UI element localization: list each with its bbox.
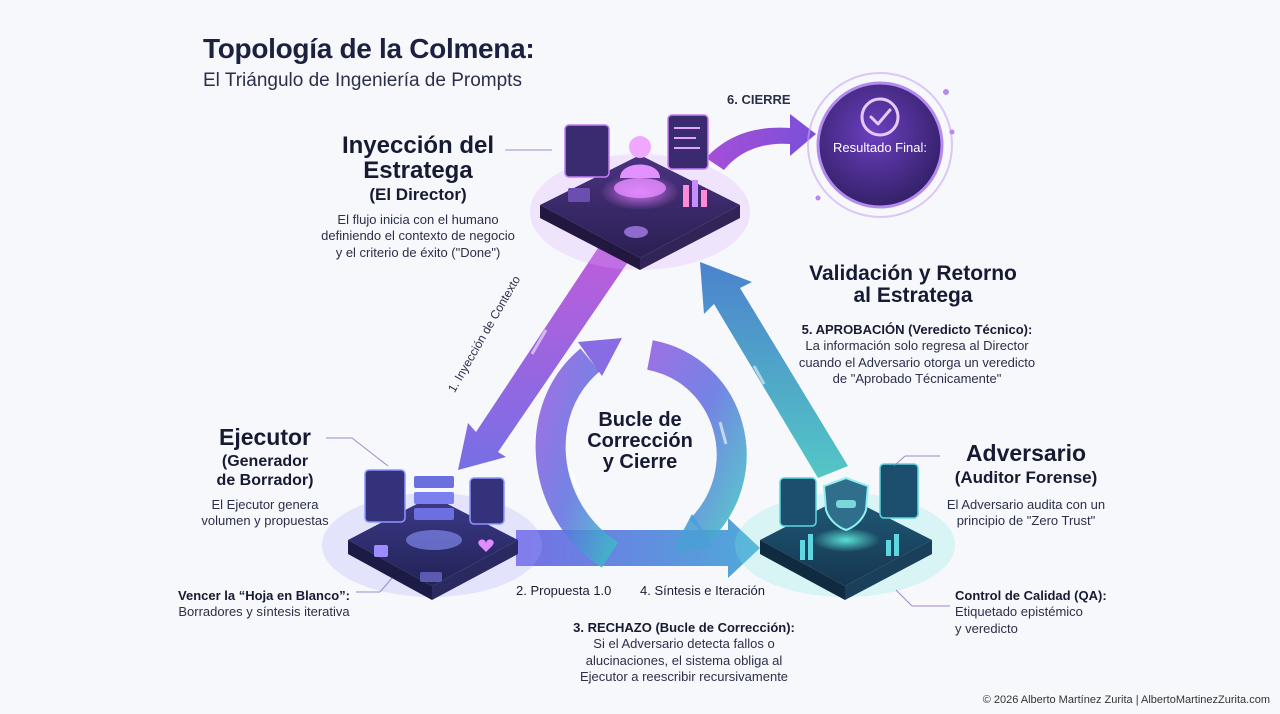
adversary-desc-line2: principio de "Zero Trust": [956, 513, 1096, 529]
executor-description: El Ejecutor genera volumen y propuestas: [180, 497, 350, 530]
leader-lines: [326, 149, 950, 607]
validation-heading: Validación y Retorno al Estratega: [780, 262, 1046, 308]
strategist-title-line1: Inyección del: [341, 132, 495, 159]
result-label: Resultado Final:: [833, 140, 927, 155]
validation-title-line1: Validación y Retorno: [809, 262, 1017, 285]
closure-step-label: 6. CIERRE: [727, 92, 791, 107]
rejection-line3: Ejecutor a reescribir recursivamente: [579, 668, 789, 684]
strategist-label: Inyección del Estratega (El Director): [318, 133, 518, 205]
adversary-note-title: Control de Calidad (QA):: [955, 588, 1107, 603]
rejection-description: 3. RECHAZO (Bucle de Corrección): Si el …: [556, 620, 812, 685]
copyright: © 2026 Alberto Martínez Zurita | Alberto…: [982, 694, 1270, 706]
adversary-platform-illustration: [735, 463, 955, 600]
executor-subtitle-line2: de Borrador): [216, 471, 314, 489]
executor-note: Vencer la “Hoja en Blanco”: Borradores y…: [166, 588, 362, 621]
validation-description: 5. APROBACIÓN (Veredicto Técnico): La in…: [784, 322, 1050, 387]
adversary-note-line1: Etiquetado epistémico: [955, 604, 1083, 620]
validation-desc-line2: cuando el Adversario otorga un veredicto: [798, 354, 1036, 370]
adversary-note-line2: y veredicto: [955, 620, 1018, 636]
adversary-title: Adversario: [965, 440, 1087, 466]
executor-subtitle-line1: (Generador: [221, 453, 309, 471]
rejection-line1: Si el Adversario detecta fallos o: [593, 636, 775, 652]
loop-line1: Bucle de: [598, 409, 682, 431]
adversary-label: Adversario (Auditor Forense): [938, 441, 1114, 488]
adversary-description: El Adversario audita con un principio de…: [928, 497, 1124, 530]
executor-note-body: Borradores y síntesis iterativa: [178, 604, 350, 620]
rejection-title: 3. RECHAZO (Bucle de Corrección):: [573, 620, 795, 635]
arrow-proposal: [516, 518, 760, 578]
executor-title: Ejecutor: [218, 424, 312, 450]
loop-line3: y Cierre: [602, 451, 678, 473]
strategist-platform-illustration: [530, 114, 750, 270]
validation-desc-line1: La información solo regresa al Director: [805, 338, 1029, 354]
page-subtitle: El Triángulo de Ingeniería de Prompts: [203, 70, 522, 91]
result-badge-illustration: [807, 72, 955, 218]
approval-step-title: 5. APROBACIÓN (Veredicto Técnico):: [801, 322, 1033, 337]
adversary-note: Control de Calidad (QA): Etiquetado epis…: [955, 588, 1135, 637]
rejection-line2: alucinaciones, el sistema obliga al: [585, 652, 783, 668]
executor-label: Ejecutor (Generador de Borrador): [190, 425, 340, 490]
validation-desc-line3: de "Aprobado Técnicamente": [832, 370, 1002, 386]
strategist-subtitle: (El Director): [369, 185, 467, 205]
executor-platform-illustration: [322, 469, 542, 600]
loop-line2: Corrección: [587, 430, 693, 452]
executor-desc-line2: volumen y propuestas: [201, 513, 329, 529]
arrow-approval: [700, 262, 848, 478]
executor-note-title: Vencer la “Hoja en Blanco”:: [178, 588, 350, 603]
executor-desc-line1: El Ejecutor genera: [211, 497, 319, 512]
adversary-subtitle: (Auditor Forense): [954, 468, 1098, 488]
proposal-step-label: 2. Propuesta 1.0: [516, 583, 612, 598]
correction-loop: [535, 338, 747, 568]
page-title: Topología de la Colmena:: [203, 33, 535, 64]
arrow-closure: [706, 114, 816, 170]
strategist-description: El flujo inicia con el humano definiendo…: [290, 212, 546, 261]
arrow-context-injection: [458, 248, 628, 470]
loop-label: Bucle de Corrección y Cierre: [575, 410, 705, 473]
strategist-title-line2: Estratega: [363, 157, 473, 185]
strategist-desc-line2: definiendo el contexto de negocio: [321, 228, 515, 244]
strategist-desc-line1: El flujo inicia con el humano: [337, 212, 499, 227]
validation-title-line2: al Estratega: [853, 284, 973, 308]
adversary-desc-line1: El Adversario audita con un: [946, 497, 1106, 512]
synthesis-step-label: 4. Síntesis e Iteración: [640, 583, 766, 598]
strategist-desc-line3: y el criterio de éxito ("Done"): [335, 244, 501, 260]
